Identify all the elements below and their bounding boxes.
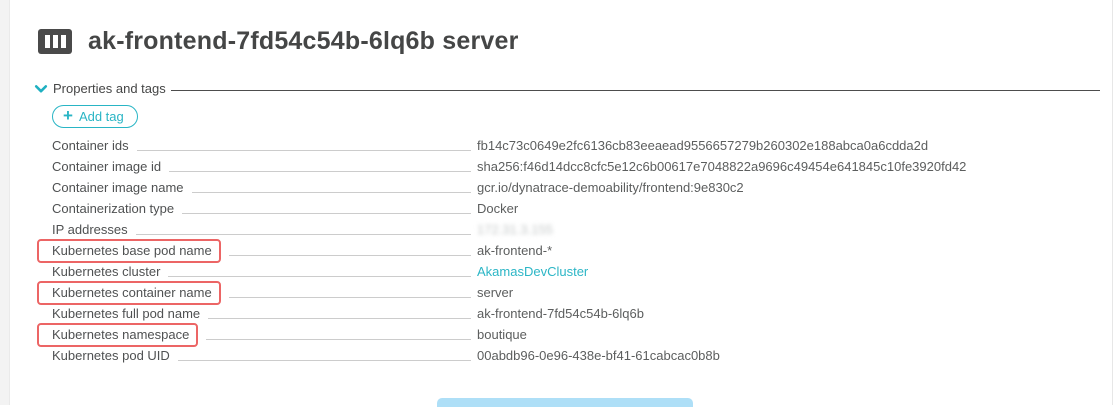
property-row: Kubernetes namespace boutique [37, 322, 1076, 347]
property-row: IP addresses 172.31.3.155 [52, 219, 1076, 240]
property-value: ak-frontend-* [477, 243, 553, 258]
property-label: Kubernetes full pod name [52, 306, 201, 321]
property-row-left: Container image name [52, 180, 477, 195]
property-label: Kubernetes cluster [52, 264, 161, 279]
left-gutter [0, 0, 10, 405]
property-value-link[interactable]: AkamasDevCluster [477, 264, 589, 279]
property-row: Container ids fb14c73c0649e2fc6136cb83ee… [52, 135, 1076, 156]
property-label-annotated: Kubernetes container name [37, 280, 221, 305]
property-row-left: Kubernetes base pod name [37, 238, 477, 263]
property-value-redacted: 172.31.3.155 [477, 222, 553, 237]
icon-bar [44, 35, 50, 48]
property-value: ak-frontend-7fd54c54b-6lq6b [477, 306, 644, 321]
property-value: Docker [477, 201, 519, 216]
property-label: IP addresses [52, 222, 128, 237]
leader-line [136, 149, 471, 151]
property-row-left: Kubernetes namespace [37, 322, 477, 347]
section-title: Properties and tags [53, 81, 166, 96]
leader-line [206, 338, 471, 340]
property-row: Kubernetes cluster AkamasDevCluster [52, 261, 1076, 282]
property-value: fb14c73c0649e2fc6136cb83eeaead9556657279… [477, 138, 929, 153]
property-label-annotated: Kubernetes base pod name [37, 238, 221, 263]
section-divider [170, 89, 1100, 91]
property-row: Kubernetes container name server [37, 280, 1076, 305]
property-value: sha256:f46d14dcc8cfc5e12c6b00617e7048822… [477, 159, 967, 174]
leader-line [182, 212, 471, 214]
leader-line [228, 254, 471, 256]
property-row: Kubernetes full pod name ak-frontend-7fd… [52, 303, 1076, 324]
property-value: boutique [477, 327, 527, 342]
property-label: Container image id [52, 159, 162, 174]
properties-section-header: Properties and tags [34, 80, 1100, 97]
property-row-left: Container ids [52, 138, 477, 153]
icon-bar [52, 35, 58, 48]
property-row-left: Containerization type [52, 201, 477, 216]
property-value: 00abdb96-0e96-438e-bf41-61cabcac0b8b [477, 348, 720, 363]
plus-icon: + [63, 106, 73, 125]
property-label: Containerization type [52, 201, 175, 216]
property-row: Container image id sha256:f46d14dcc8cfc5… [52, 156, 1076, 177]
property-row-left: Container image id [52, 159, 477, 174]
add-tag-button[interactable]: + Add tag [52, 105, 138, 128]
leader-line [135, 233, 471, 235]
property-row-left: Kubernetes container name [37, 280, 477, 305]
property-row: Container image name gcr.io/dynatrace-de… [52, 177, 1076, 198]
property-row-left: Kubernetes full pod name [52, 306, 477, 321]
chevron-down-icon[interactable] [34, 82, 48, 96]
property-row: Containerization type Docker [52, 198, 1076, 219]
property-row: Kubernetes base pod name ak-frontend-* [37, 238, 1076, 263]
properties-list: Container ids fb14c73c0649e2fc6136cb83ee… [37, 135, 1076, 366]
leader-line [177, 359, 471, 361]
property-label: Container image name [52, 180, 184, 195]
add-tag-label: Add tag [78, 109, 124, 124]
leader-line [191, 191, 471, 193]
icon-bar [60, 35, 66, 48]
leader-line [208, 317, 471, 319]
container-icon [38, 29, 72, 54]
property-label: Kubernetes pod UID [52, 348, 170, 363]
property-row-left: Kubernetes pod UID [52, 348, 477, 363]
property-label-annotated: Kubernetes namespace [37, 322, 199, 347]
leader-line [169, 170, 471, 172]
property-row-left: Kubernetes cluster [52, 264, 477, 279]
partial-bottom-button[interactable] [437, 398, 693, 407]
scrollbar-track[interactable] [1112, 0, 1113, 405]
page-header: ak-frontend-7fd54c54b-6lq6b server [38, 27, 519, 56]
property-row-left: IP addresses [52, 222, 477, 237]
leader-line [168, 275, 471, 277]
property-row: Kubernetes pod UID 00abdb96-0e96-438e-bf… [52, 345, 1076, 366]
property-value: gcr.io/dynatrace-demoability/frontend:9e… [477, 180, 744, 195]
property-label: Container ids [52, 138, 129, 153]
page-title: ak-frontend-7fd54c54b-6lq6b server [88, 27, 519, 55]
property-value: server [477, 285, 514, 300]
leader-line [228, 296, 471, 298]
